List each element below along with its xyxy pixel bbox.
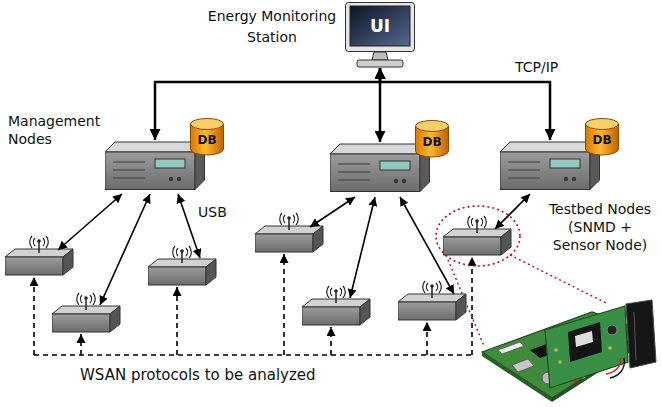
sensor-board-photo (482, 300, 656, 402)
protocol-label: WSAN protocols to be analyzed (78, 366, 318, 386)
server-button (402, 179, 406, 183)
management-node: DB (500, 140, 600, 190)
usb-link (350, 197, 375, 298)
battery-ridge (634, 312, 636, 360)
drive-slot (113, 177, 145, 178)
server-button (169, 177, 173, 181)
testbed-node (443, 216, 511, 255)
usb-link (495, 194, 530, 229)
usb-link (58, 194, 122, 250)
monitoring-station: Energy Monitoring StationUI (199, 2, 415, 68)
database-cylinder: DB (190, 118, 224, 156)
bus-label: TCP/IP (515, 58, 558, 76)
server-display (550, 159, 580, 168)
drive-slot (508, 161, 540, 162)
pad (608, 346, 612, 350)
database-cylinder: DB (415, 120, 449, 158)
cylinder-top (586, 119, 619, 130)
module (568, 322, 602, 362)
drive-slot (113, 161, 145, 162)
group-label: Testbed Nodes (SNMD + Sensor Node) (545, 200, 655, 255)
testbed-node (302, 286, 370, 325)
zoom-leader (510, 255, 608, 304)
wsan-bus (34, 354, 472, 356)
server-button (394, 179, 398, 183)
usb-socket (512, 359, 534, 372)
wsan-link (426, 322, 428, 355)
pad (554, 348, 558, 352)
drive-slot (338, 179, 370, 180)
db-label: DB (190, 118, 224, 147)
pad (558, 360, 562, 364)
module-sticker (575, 331, 593, 347)
sensor (607, 325, 617, 335)
cylinder-top (191, 119, 224, 130)
database-cylinder: DB (585, 118, 619, 156)
testbed-node (52, 293, 120, 332)
wire (610, 358, 624, 378)
group-label: Management Nodes (8, 112, 113, 148)
testbed-node (255, 213, 323, 252)
server-button (572, 177, 576, 181)
usb-link (400, 197, 454, 294)
server-button (177, 177, 181, 181)
wsan-link (33, 277, 35, 355)
management-node: DB (330, 142, 430, 192)
drive-slot (338, 163, 370, 164)
server-front (500, 152, 590, 190)
server-button (564, 177, 568, 181)
monitor-screen (350, 6, 410, 46)
link-label: USB (198, 203, 227, 221)
connector (498, 342, 524, 354)
usb-link (178, 194, 200, 258)
monitor: UI (345, 2, 415, 68)
db-label: DB (415, 120, 449, 149)
pcb-edge (482, 352, 552, 402)
usb-link (310, 197, 355, 227)
wsan-link (176, 287, 178, 355)
wire (606, 358, 620, 374)
network-link (380, 68, 550, 140)
management-node: DB (105, 140, 205, 190)
zoom-leader (446, 255, 484, 346)
wsan-link (471, 257, 473, 355)
wsan-link (80, 334, 82, 355)
drive-slot (113, 169, 145, 170)
wsan-lines (34, 254, 472, 355)
battery-pack (626, 300, 656, 368)
daughter-card (545, 306, 628, 388)
drive-slot (508, 169, 540, 170)
testbed-node (5, 236, 73, 275)
db-label: DB (585, 118, 619, 147)
highlight-ellipse (436, 206, 520, 266)
screen-label: UI (350, 6, 410, 46)
monitor-base (357, 60, 403, 67)
monitor-frame (346, 3, 415, 52)
monitor-stand (372, 52, 388, 60)
server-display (155, 159, 185, 168)
wsan-link (283, 254, 285, 355)
testbed-node (148, 246, 216, 285)
testbed-node (398, 281, 466, 320)
wsan-link (330, 327, 332, 355)
server-front (330, 154, 420, 192)
drive-slot (508, 177, 540, 178)
server-display (380, 161, 410, 170)
network-link (155, 68, 380, 140)
server-front (105, 152, 195, 190)
drive-slot (338, 171, 370, 172)
cylinder-top (416, 121, 449, 132)
node-heading: Energy Monitoring Station (199, 2, 345, 48)
usb-link (100, 194, 150, 305)
